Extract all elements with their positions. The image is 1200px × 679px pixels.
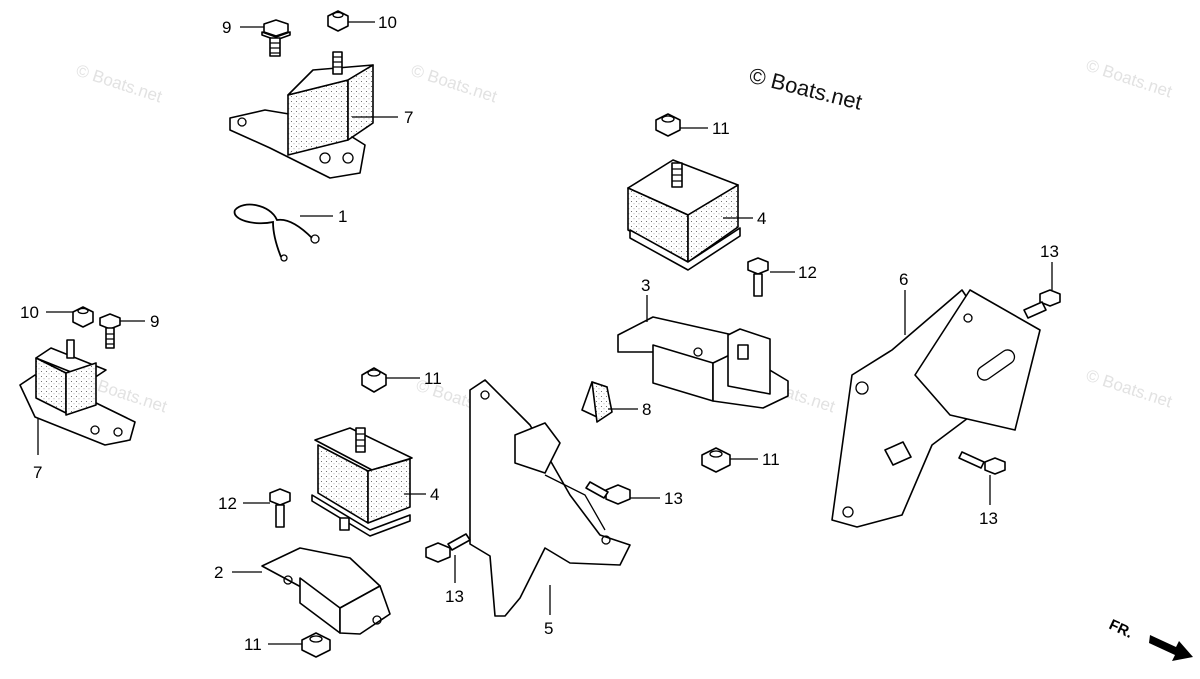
callout-11-right-top: 11	[712, 119, 730, 138]
callout-6: 6	[899, 270, 908, 289]
nut-11-bottom	[301, 632, 331, 658]
pad-8	[581, 381, 613, 423]
bolt-13-center-left	[425, 533, 471, 563]
watermark-3: © Boats.net	[1084, 56, 1175, 102]
bolt-12-right	[747, 257, 769, 297]
watermark-7: © Boats.net	[1084, 366, 1175, 412]
nut-10-left	[72, 306, 94, 328]
callout-12-mid: 12	[218, 494, 237, 513]
callout-4-mid: 4	[430, 485, 439, 504]
clip-1	[233, 203, 320, 262]
mount-4-mid	[311, 427, 413, 537]
callout-12-right: 12	[798, 263, 817, 282]
callout-9-left: 9	[150, 312, 159, 331]
nut-10-top	[327, 10, 349, 32]
callout-1: 1	[338, 207, 347, 226]
bracket-5	[469, 379, 631, 617]
bracket-6	[831, 289, 1041, 528]
mount-7-left	[19, 339, 136, 446]
bracket-2	[261, 547, 391, 635]
callout-11-right-mid: 11	[762, 450, 780, 469]
arrow-icon	[1149, 635, 1193, 661]
callout-7-left: 7	[33, 463, 42, 482]
callout-10-left: 10	[20, 303, 39, 322]
callout-8: 8	[642, 400, 651, 419]
callout-2: 2	[214, 563, 223, 582]
bolt-9-top	[261, 19, 291, 57]
mount-4-right-top	[627, 159, 741, 271]
callout-4-right: 4	[757, 209, 766, 228]
bracket-3	[617, 316, 789, 409]
nut-11-mid-left	[361, 367, 387, 393]
nut-11-right-mid	[701, 447, 731, 473]
callout-11-mid-left: 11	[424, 369, 442, 388]
callout-5: 5	[544, 619, 553, 638]
callout-7-top: 7	[404, 108, 413, 127]
callout-9-top: 9	[222, 18, 231, 37]
callout-3: 3	[641, 276, 650, 295]
nut-11-right-top	[655, 113, 681, 137]
bolt-12-mid	[269, 488, 291, 528]
copyright-label: © Boats.net	[747, 63, 865, 115]
front-label: FR.	[1106, 616, 1135, 642]
callout-13-center-right: 13	[664, 489, 683, 508]
bolt-9-left	[99, 313, 121, 349]
front-arrow: FR.	[1106, 616, 1193, 661]
watermark-1: © Boats.net	[74, 61, 165, 107]
mount-7-top	[229, 51, 374, 179]
bolt-13-center-right	[585, 481, 631, 505]
callout-11-bottom: 11	[244, 635, 262, 654]
callout-13-right-bottom: 13	[979, 509, 998, 528]
callout-13-center-left: 13	[445, 587, 464, 606]
bolt-13-right-top	[1023, 289, 1061, 319]
bolt-13-right-bottom	[958, 451, 1006, 475]
callout-13-right-top: 13	[1040, 242, 1059, 261]
leader-lines	[37, 21, 1053, 645]
watermark-2: © Boats.net	[409, 61, 500, 107]
callouts: 9 10 7 1 10 9 7 11 4 12 3 8 11 13 6 13 1…	[20, 13, 1059, 654]
callout-10-top: 10	[378, 13, 397, 32]
